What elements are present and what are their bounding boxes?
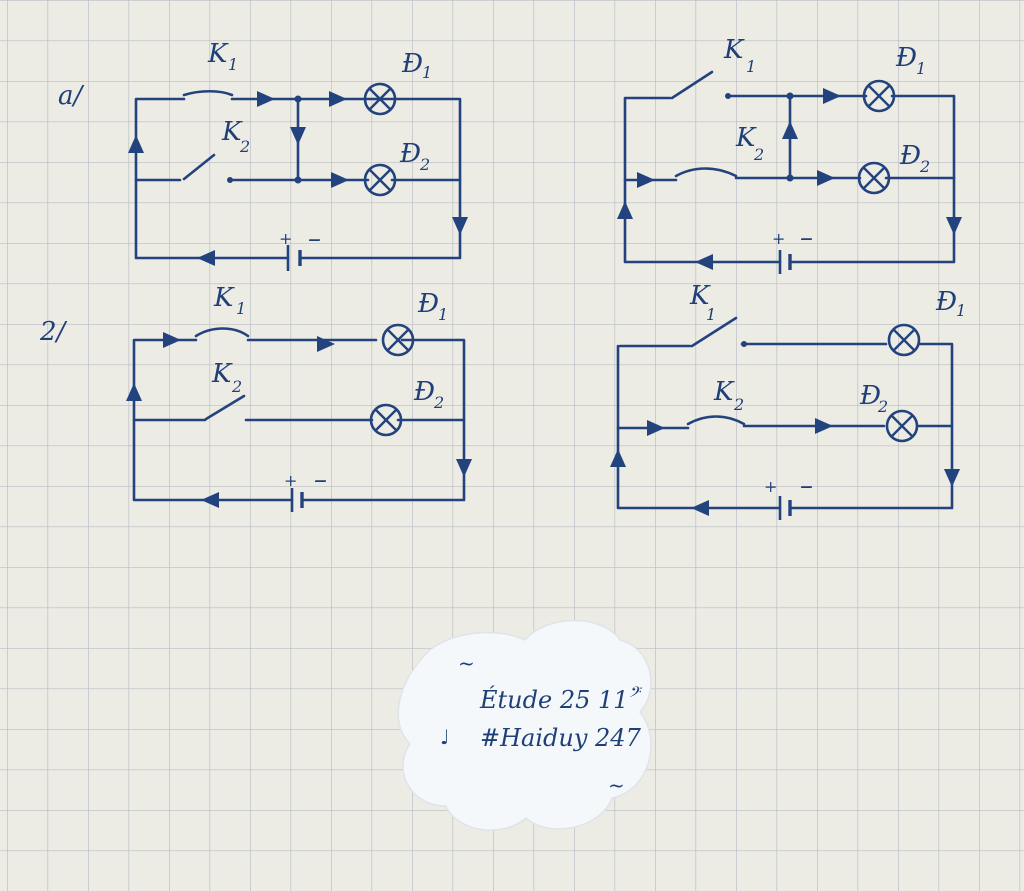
label-d2: Đ (399, 139, 421, 169)
label-d1: Đ (895, 43, 917, 73)
svg-text:2: 2 (433, 393, 444, 412)
circuit-a-left: a/ K 1 K 2 Đ 1 Đ 2 + – (58, 39, 468, 271)
label-d1: Đ (401, 49, 423, 79)
circuit-a-right: K 1 K 2 Đ 1 Đ 2 + – (617, 35, 962, 274)
label-minus: – (308, 224, 321, 254)
svg-text:1: 1 (956, 301, 966, 320)
svg-text:1: 1 (438, 305, 448, 324)
label-part-b: 2/ (39, 317, 68, 347)
label-k2: K (221, 117, 243, 147)
svg-text:2: 2 (919, 157, 930, 176)
label-d1: Đ (935, 287, 957, 317)
label-k1: K (689, 281, 711, 311)
circuit-b-left: 2/ K 1 K 2 Đ 1 Đ 2 + – (39, 283, 472, 512)
label-d1: Đ (417, 289, 439, 319)
svg-text:1: 1 (916, 59, 926, 78)
svg-text:1: 1 (706, 305, 716, 324)
circuit-b-right: K 1 K 2 Đ 1 Đ 2 + – (610, 281, 966, 520)
svg-text:2: 2 (753, 145, 764, 164)
label-d2: Đ (899, 141, 921, 171)
label-k1: K (723, 35, 745, 65)
label-minus: – (800, 223, 813, 253)
label-plus: + (284, 471, 297, 490)
label-plus: + (772, 229, 785, 248)
label-k1: K (207, 39, 229, 69)
label-k2: K (713, 377, 735, 407)
note-mark: ♩ (440, 725, 449, 749)
svg-text:2: 2 (419, 155, 430, 174)
tilde-mark: ~ (458, 651, 475, 675)
clef-mark: 𝄢 (628, 684, 642, 705)
svg-text:2: 2 (231, 377, 242, 396)
label-k2: K (211, 359, 233, 389)
signature-sticker: Étude 25 11 #Haiduy 247 ~ ~ ♩ 𝄢 (397, 619, 652, 831)
sticker-line-1: Étude 25 11 (479, 685, 629, 714)
label-plus: + (279, 229, 292, 248)
tilde-mark: ~ (608, 773, 625, 797)
svg-text:2: 2 (877, 397, 888, 416)
label-k1: K (213, 283, 235, 313)
label-d2: Đ (413, 377, 435, 407)
svg-text:1: 1 (422, 63, 432, 82)
label-part-a: a/ (58, 81, 85, 111)
label-k2: K (735, 123, 757, 153)
svg-text:2: 2 (733, 395, 744, 414)
label-minus: – (800, 471, 813, 501)
sticker-line-2: #Haiduy 247 (480, 724, 642, 752)
label-d2: Đ (859, 381, 881, 411)
svg-text:1: 1 (746, 57, 756, 76)
label-plus: + (764, 477, 777, 496)
svg-text:1: 1 (228, 55, 238, 74)
label-minus: – (314, 465, 327, 495)
svg-text:1: 1 (236, 299, 246, 318)
svg-text:2: 2 (239, 137, 250, 156)
